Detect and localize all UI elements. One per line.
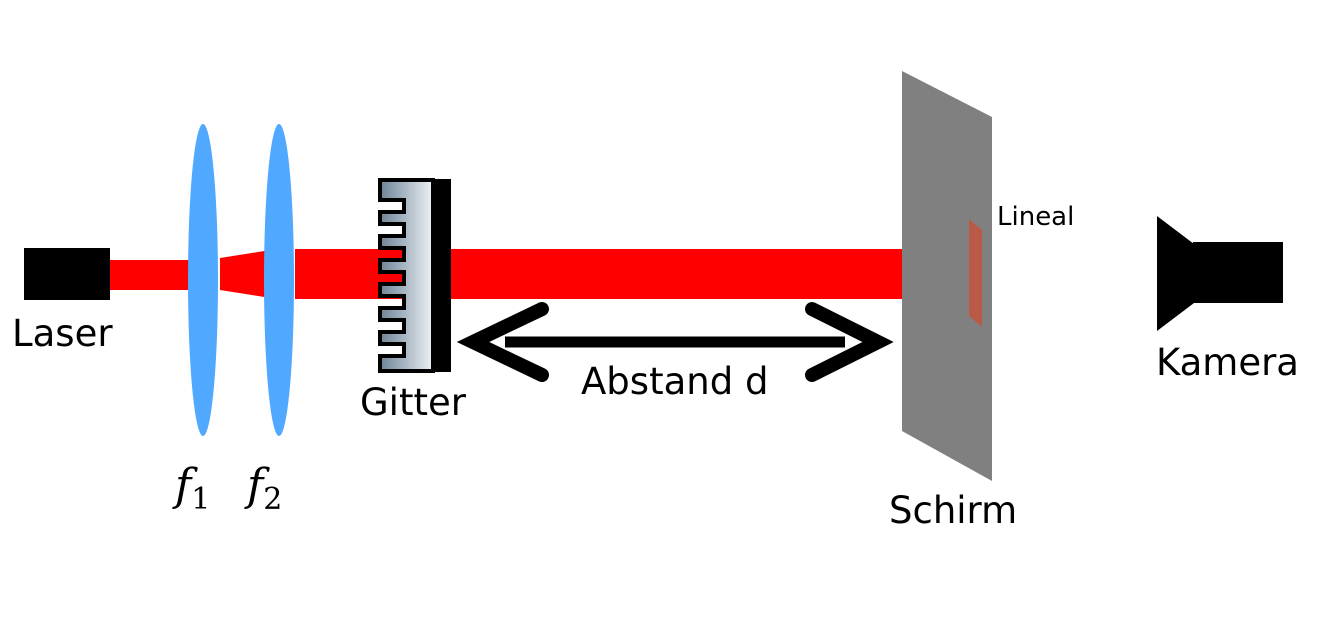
grating-backplate — [433, 179, 451, 372]
beam-expanding — [220, 249, 277, 299]
label-f1: f1 — [172, 460, 210, 517]
laser-body — [24, 248, 110, 300]
arrowhead-right — [805, 302, 894, 382]
screen-schirm — [902, 71, 992, 481]
arrowhead-left — [456, 302, 549, 382]
label-lineal: Lineal — [997, 202, 1074, 232]
f2-subscript: 2 — [263, 482, 282, 517]
grating — [378, 178, 451, 373]
camera-body — [1193, 242, 1283, 303]
label-kamera: Kamera — [1156, 341, 1299, 384]
camera-lens-cone — [1157, 216, 1194, 331]
label-abstand: Abstand d — [581, 360, 768, 403]
label-schirm: Schirm — [889, 489, 1017, 532]
beam-narrow — [110, 260, 202, 290]
lens-f2 — [264, 124, 294, 436]
label-laser: Laser — [12, 312, 113, 355]
label-f2: f2 — [244, 460, 282, 517]
ruler-lineal — [969, 219, 982, 327]
label-gitter: Gitter — [360, 381, 467, 424]
camera — [1157, 216, 1283, 331]
grating-teeth — [378, 178, 435, 373]
lens-f1 — [188, 124, 218, 436]
distance-arrow — [456, 302, 894, 382]
f1-subscript: 1 — [191, 482, 210, 517]
